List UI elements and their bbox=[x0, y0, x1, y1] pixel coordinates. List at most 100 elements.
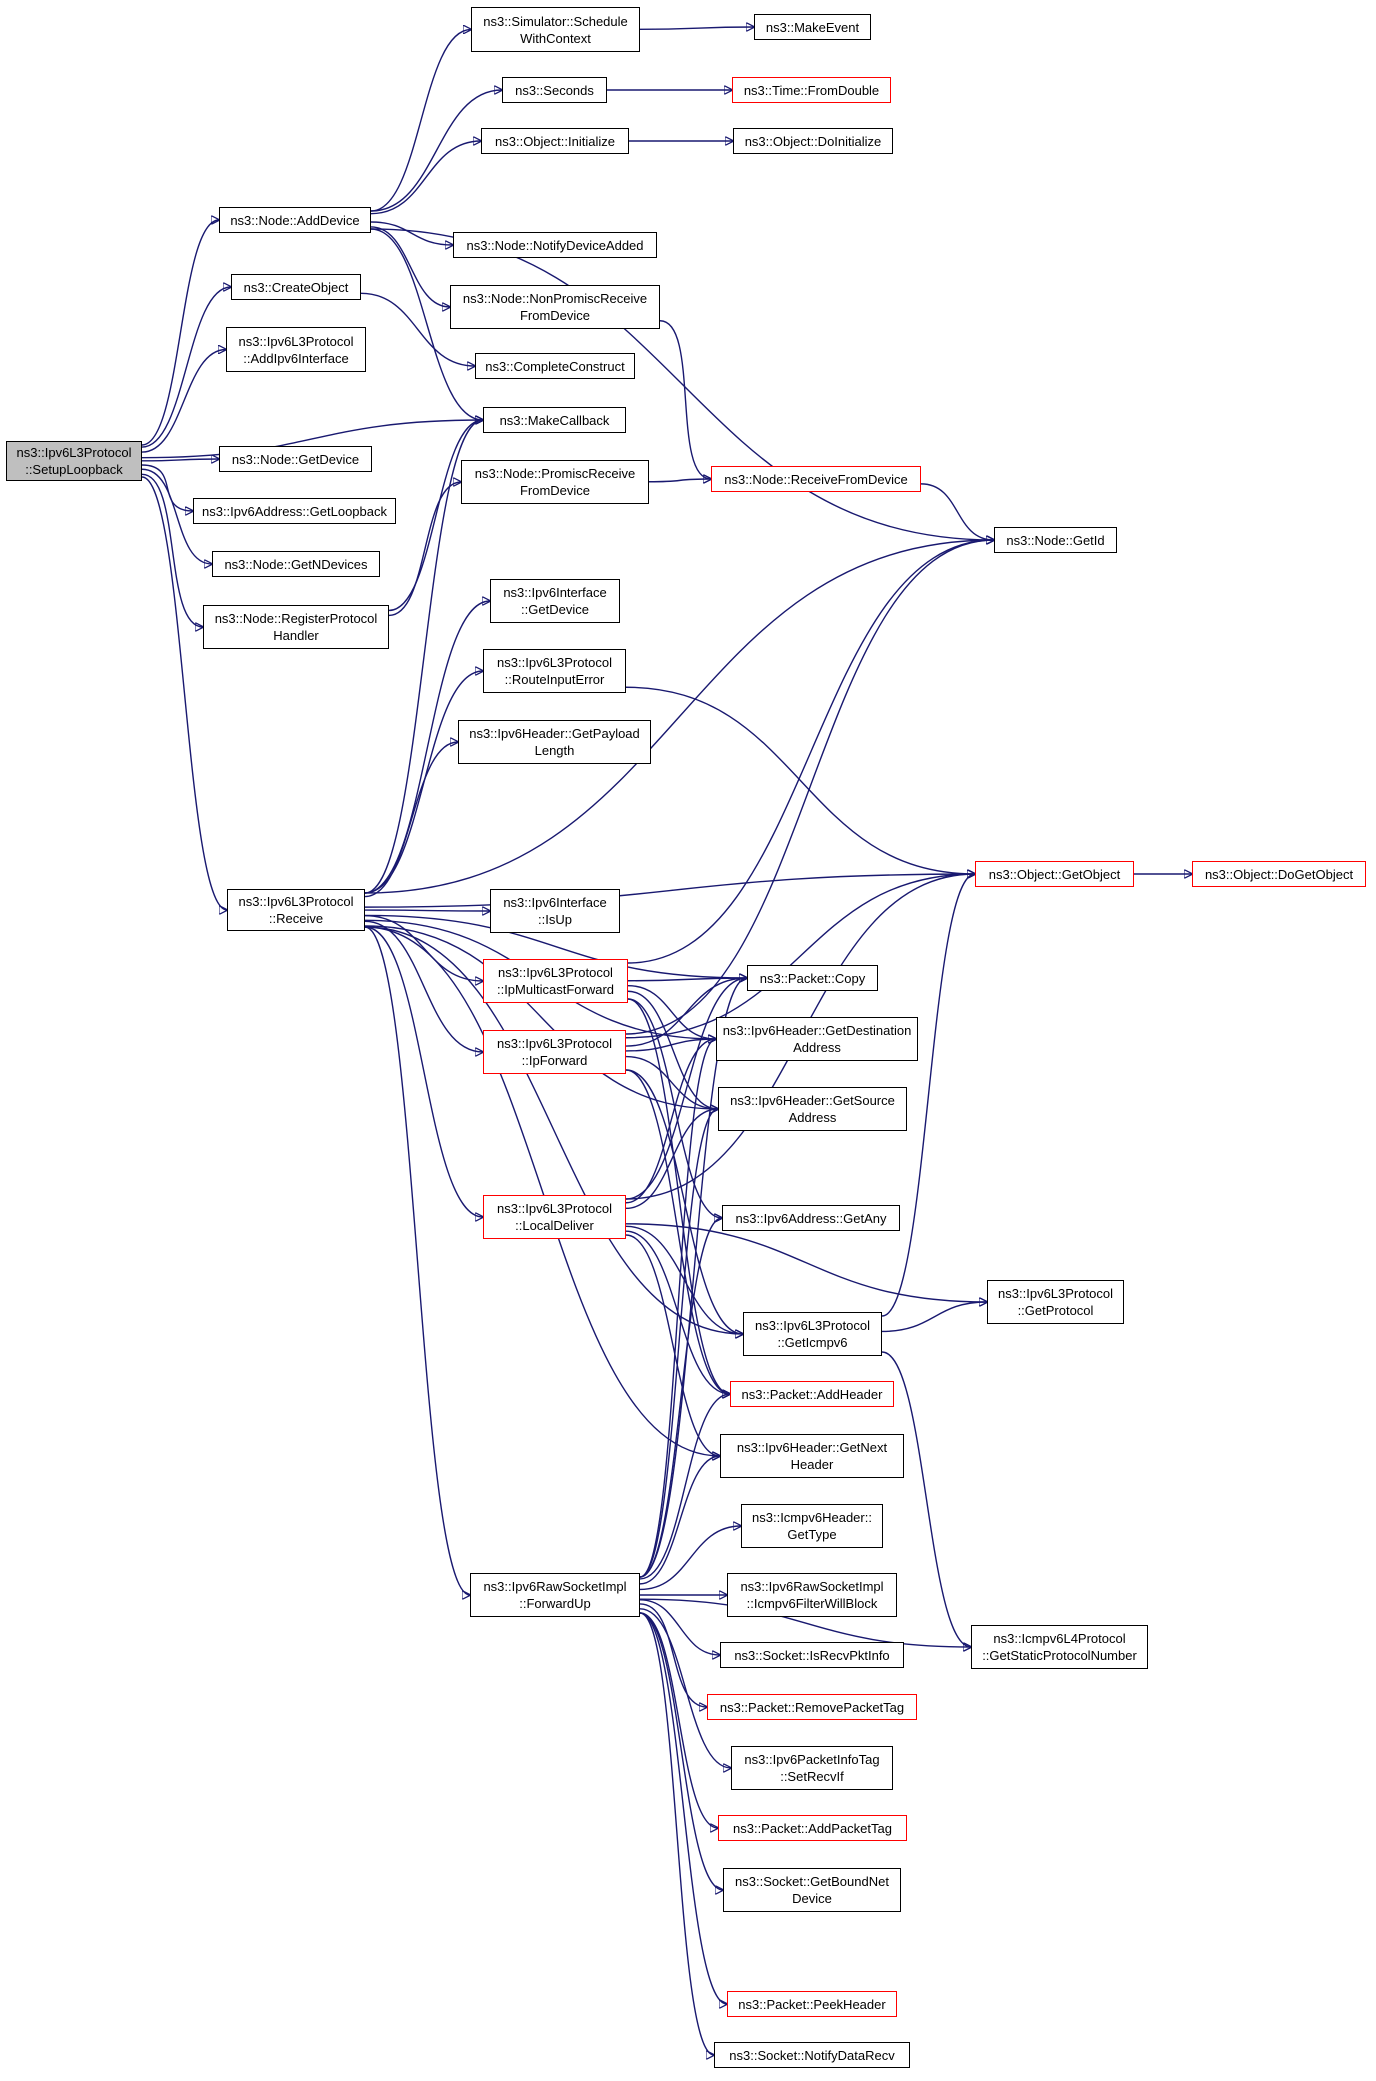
node-promisc-receive[interactable]: ns3::Node::PromiscReceive FromDevice bbox=[461, 460, 649, 504]
node-packet-add-packet-tag[interactable]: ns3::Packet::AddPacketTag bbox=[718, 1815, 907, 1841]
edge-setup-loopback-to-make-callback bbox=[141, 420, 483, 459]
node-receive-from-device[interactable]: ns3::Node::ReceiveFromDevice bbox=[711, 466, 921, 492]
node-get-n-devices[interactable]: ns3::Node::GetNDevices bbox=[212, 551, 380, 577]
node-node-get-id[interactable]: ns3::Node::GetId bbox=[994, 527, 1117, 553]
node-get-icmpv6[interactable]: ns3::Ipv6L3Protocol ::GetIcmpv6 bbox=[743, 1312, 882, 1356]
edge-schedule-with-context-to-make-event bbox=[639, 27, 754, 29]
node-get-next-header[interactable]: ns3::Ipv6Header::GetNext Header bbox=[720, 1434, 904, 1478]
node-get-source-address[interactable]: ns3::Ipv6Header::GetSource Address bbox=[718, 1087, 907, 1131]
edge-forward-up-to-packet-add-packet-tag bbox=[639, 1612, 718, 1828]
node-non-promisc-receive[interactable]: ns3::Node::NonPromiscReceive FromDevice bbox=[450, 285, 660, 329]
node-get-static-protocol-number[interactable]: ns3::Icmpv6L4Protocol ::GetStaticProtoco… bbox=[971, 1625, 1148, 1669]
edge-forward-up-to-packet-info-tag-set-recv-if bbox=[639, 1608, 731, 1768]
edge-ip-multicast-forward-to-node-get-id bbox=[627, 540, 994, 964]
edge-setup-loopback-to-node-get-device bbox=[141, 459, 219, 461]
node-object-get-object[interactable]: ns3::Object::GetObject bbox=[975, 861, 1134, 887]
node-create-object[interactable]: ns3::CreateObject bbox=[231, 274, 361, 300]
edge-receive-to-ip-multicast-forward bbox=[364, 914, 483, 981]
node-time-from-double[interactable]: ns3::Time::FromDouble bbox=[732, 77, 891, 103]
node-node-add-device[interactable]: ns3::Node::AddDevice bbox=[219, 207, 371, 233]
edge-node-add-device-to-non-promisc-receive bbox=[370, 226, 450, 307]
node-setup-loopback[interactable]: ns3::Ipv6L3Protocol ::SetupLoopback bbox=[6, 441, 142, 481]
edge-forward-up-to-get-source-address bbox=[639, 1109, 718, 1578]
node-ipv6-interface-get-device[interactable]: ns3::Ipv6Interface ::GetDevice bbox=[490, 579, 620, 623]
edge-forward-up-to-socket-get-bound-net-device bbox=[639, 1612, 723, 1890]
node-get-loopback[interactable]: ns3::Ipv6Address::GetLoopback bbox=[193, 498, 396, 524]
edge-forward-up-to-icmpv6-header-get-type bbox=[639, 1526, 741, 1591]
edge-ip-forward-to-get-destination-address bbox=[625, 1039, 716, 1052]
edge-receive-to-get-source-address bbox=[364, 925, 718, 1109]
edge-forward-up-to-packet-remove-packet-tag bbox=[639, 1603, 707, 1707]
edge-setup-loopback-to-add-ipv6-interface bbox=[141, 350, 226, 453]
node-receive[interactable]: ns3::Ipv6L3Protocol ::Receive bbox=[227, 889, 365, 931]
node-make-callback[interactable]: ns3::MakeCallback bbox=[483, 407, 626, 433]
edge-ip-forward-to-object-get-object bbox=[625, 874, 975, 1039]
node-add-ipv6-interface[interactable]: ns3::Ipv6L3Protocol ::AddIpv6Interface bbox=[226, 327, 366, 372]
node-get-payload-length[interactable]: ns3::Ipv6Header::GetPayload Length bbox=[458, 720, 651, 764]
edge-receive-to-forward-up bbox=[364, 926, 470, 1595]
node-ipv6-address-get-any[interactable]: ns3::Ipv6Address::GetAny bbox=[722, 1205, 900, 1231]
edge-non-promisc-receive-to-receive-from-device bbox=[659, 320, 711, 479]
node-complete-construct[interactable]: ns3::CompleteConstruct bbox=[475, 353, 635, 379]
edge-ip-multicast-forward-to-packet-copy bbox=[627, 978, 747, 981]
edge-node-add-device-to-schedule-with-context bbox=[370, 30, 471, 212]
edge-local-deliver-to-get-protocol bbox=[625, 1223, 987, 1302]
node-icmpv6-header-get-type[interactable]: ns3::Icmpv6Header:: GetType bbox=[741, 1504, 883, 1548]
edge-local-deliver-to-get-destination-address bbox=[625, 1039, 716, 1204]
edge-node-add-device-to-make-callback bbox=[370, 228, 483, 420]
node-make-event[interactable]: ns3::MakeEvent bbox=[754, 14, 871, 40]
node-socket-get-bound-net-device[interactable]: ns3::Socket::GetBoundNet Device bbox=[723, 1868, 901, 1912]
edge-node-add-device-to-notify-device-added bbox=[370, 221, 453, 245]
edge-ip-multicast-forward-to-get-destination-address bbox=[627, 984, 716, 1039]
edge-receive-to-node-get-id bbox=[364, 540, 994, 894]
edge-forward-up-to-socket-is-recv-pkt-info bbox=[639, 1599, 720, 1655]
edge-ip-forward-to-packet-add-header bbox=[625, 1069, 730, 1394]
edge-receive-to-ipv6-interface-get-device bbox=[364, 601, 490, 894]
edge-ip-forward-to-packet-copy bbox=[625, 978, 747, 1047]
node-ipv6-interface-is-up[interactable]: ns3::Ipv6Interface ::IsUp bbox=[490, 889, 620, 933]
edge-setup-loopback-to-create-object bbox=[141, 287, 231, 448]
edge-setup-loopback-to-node-add-device bbox=[141, 220, 219, 446]
node-object-do-get-object[interactable]: ns3::Object::DoGetObject bbox=[1192, 861, 1366, 887]
node-node-get-device[interactable]: ns3::Node::GetDevice bbox=[219, 446, 372, 472]
node-object-do-initialize[interactable]: ns3::Object::DoInitialize bbox=[733, 128, 893, 154]
edge-register-protocol-handler-to-promisc-receive bbox=[388, 482, 461, 617]
node-object-initialize[interactable]: ns3::Object::Initialize bbox=[481, 128, 629, 154]
edge-route-input-error-to-object-get-object bbox=[625, 686, 975, 874]
node-route-input-error[interactable]: ns3::Ipv6L3Protocol ::RouteInputError bbox=[483, 649, 626, 693]
edge-ip-multicast-forward-to-packet-add-header bbox=[627, 998, 730, 1394]
edge-forward-up-to-get-next-header bbox=[639, 1456, 720, 1585]
edge-local-deliver-to-get-next-header bbox=[625, 1234, 720, 1456]
node-socket-notify-data-recv[interactable]: ns3::Socket::NotifyDataRecv bbox=[714, 2042, 910, 2068]
node-local-deliver[interactable]: ns3::Ipv6L3Protocol ::LocalDeliver bbox=[483, 1195, 626, 1239]
node-socket-is-recv-pkt-info[interactable]: ns3::Socket::IsRecvPktInfo bbox=[720, 1642, 904, 1668]
node-packet-copy[interactable]: ns3::Packet::Copy bbox=[747, 965, 878, 991]
node-notify-device-added[interactable]: ns3::Node::NotifyDeviceAdded bbox=[453, 232, 657, 258]
edge-ip-multicast-forward-to-get-source-address bbox=[627, 990, 718, 1109]
node-ip-forward[interactable]: ns3::Ipv6L3Protocol ::IpForward bbox=[483, 1030, 626, 1074]
edge-ip-forward-to-get-source-address bbox=[625, 1055, 718, 1109]
node-register-protocol-handler[interactable]: ns3::Node::RegisterProtocol Handler bbox=[203, 605, 389, 649]
node-schedule-with-context[interactable]: ns3::Simulator::Schedule WithContext bbox=[471, 7, 640, 52]
edge-receive-to-get-icmpv6 bbox=[364, 926, 743, 1334]
edge-forward-up-to-get-static-protocol-number bbox=[639, 1598, 971, 1647]
node-seconds[interactable]: ns3::Seconds bbox=[502, 77, 607, 103]
node-get-destination-address[interactable]: ns3::Ipv6Header::GetDestination Address bbox=[716, 1017, 918, 1061]
edge-setup-loopback-to-register-protocol-handler bbox=[141, 473, 203, 627]
edge-get-icmpv6-to-get-static-protocol-number bbox=[881, 1351, 971, 1647]
edge-receive-to-local-deliver bbox=[364, 926, 483, 1217]
node-get-protocol[interactable]: ns3::Ipv6L3Protocol ::GetProtocol bbox=[987, 1280, 1124, 1324]
node-packet-remove-packet-tag[interactable]: ns3::Packet::RemovePacketTag bbox=[707, 1694, 917, 1720]
edge-promisc-receive-to-receive-from-device bbox=[648, 479, 711, 482]
edge-ip-forward-to-get-icmpv6 bbox=[625, 1069, 743, 1334]
node-packet-peek-header[interactable]: ns3::Packet::PeekHeader bbox=[727, 1991, 897, 2017]
edge-forward-up-to-packet-peek-header bbox=[639, 1612, 727, 2004]
node-ip-multicast-forward[interactable]: ns3::Ipv6L3Protocol ::IpMulticastForward bbox=[483, 959, 628, 1003]
node-icmpv6-filter-will-block[interactable]: ns3::Ipv6RawSocketImpl ::Icmpv6FilterWil… bbox=[727, 1573, 897, 1617]
edge-get-icmpv6-to-object-get-object bbox=[881, 874, 975, 1317]
node-packet-add-header[interactable]: ns3::Packet::AddHeader bbox=[730, 1381, 894, 1407]
edge-setup-loopback-to-receive bbox=[141, 476, 227, 910]
node-packet-info-tag-set-recv-if[interactable]: ns3::Ipv6PacketInfoTag ::SetRecvIf bbox=[731, 1746, 893, 1790]
node-forward-up[interactable]: ns3::Ipv6RawSocketImpl ::ForwardUp bbox=[470, 1573, 640, 1617]
